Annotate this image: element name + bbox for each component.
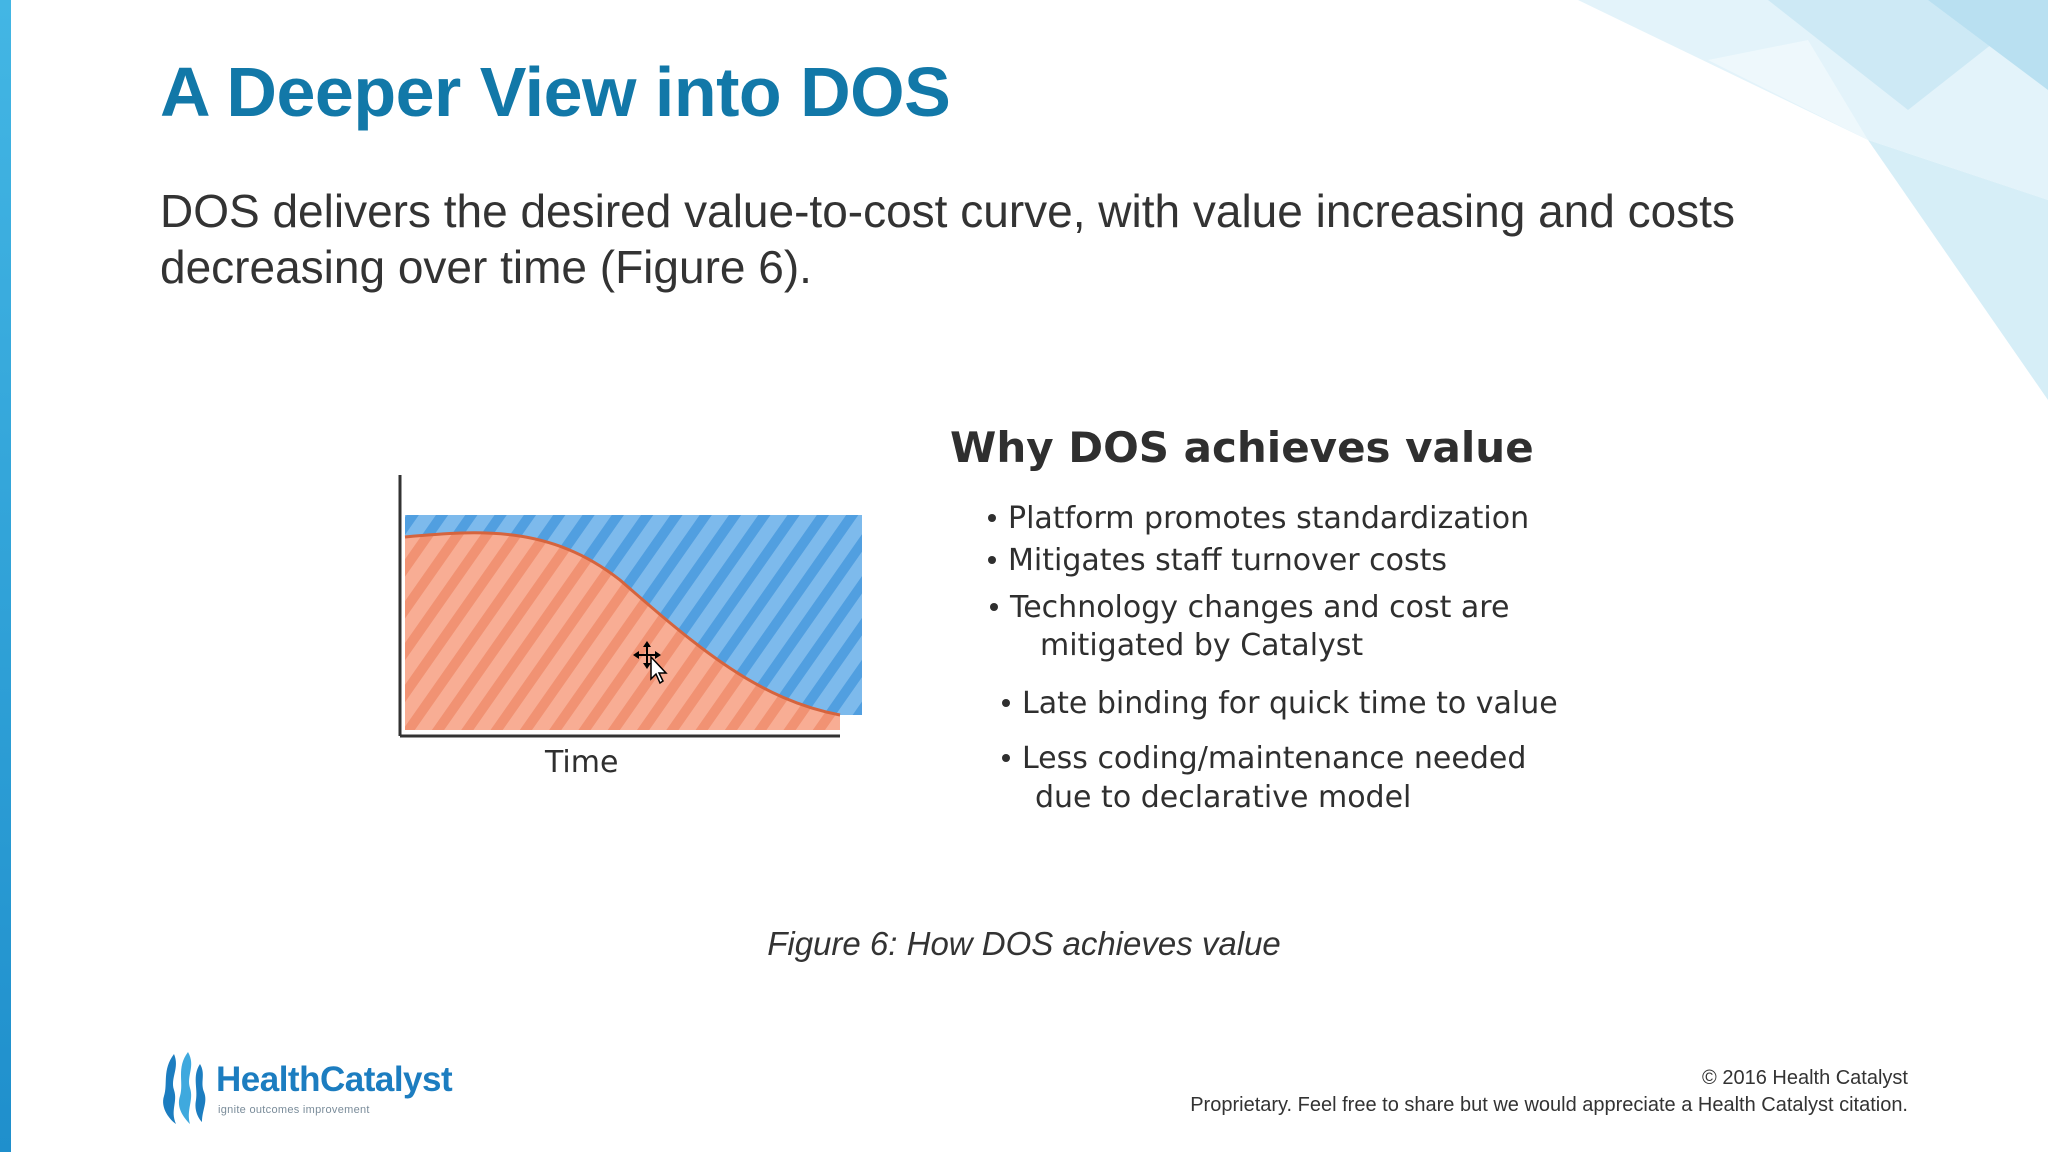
value-area — [405, 515, 862, 715]
cost-curve — [404, 531, 841, 717]
logo-wordmark: HealthCatalyst — [216, 1060, 453, 1099]
bullet-5-cont: due to declarative model — [1035, 780, 1411, 815]
proprietary-line: Proprietary. Feel free to share but we w… — [1190, 1094, 1908, 1116]
cost-area — [405, 532, 840, 730]
bullet-dot — [988, 556, 996, 564]
bullet-dot — [1002, 699, 1010, 707]
figure-caption: Figure 6: How DOS achieves value — [767, 925, 1281, 962]
copyright-line: © 2016 Health Catalyst — [1702, 1067, 1908, 1089]
bullet-3: Technology changes and cost are — [1009, 590, 1509, 625]
left-accent-bar — [0, 0, 11, 1152]
bullet-1: Platform promotes standardization — [1008, 501, 1529, 536]
flame-icon — [163, 1052, 206, 1124]
bullet-dot — [990, 603, 998, 611]
copyright-notice: © 2016 Health Catalyst Proprietary. Feel… — [1190, 1065, 1908, 1119]
figure-heading: Why DOS achieves value — [950, 423, 1534, 472]
bullet-dot — [988, 514, 996, 522]
bullet-5: Less coding/maintenance needed — [1022, 741, 1526, 776]
background-triangles — [1578, 0, 2048, 400]
move-cursor-icon — [633, 641, 668, 685]
bullet-3-cont: mitigated by Catalyst — [1040, 628, 1363, 663]
bullet-dot — [1002, 754, 1010, 762]
figure-illustration: Time Why DOS achieves value Platform pro… — [398, 423, 1558, 815]
bullet-4: Late binding for quick time to value — [1022, 686, 1558, 721]
slide-title: A Deeper View into DOS — [160, 53, 951, 131]
logo-tagline: ignite outcomes improvement — [218, 1104, 370, 1116]
bullet-2: Mitigates staff turnover costs — [1008, 543, 1447, 578]
slide-subtitle: DOS delivers the desired value-to-cost c… — [160, 185, 1735, 293]
x-axis-label: Time — [544, 745, 618, 780]
health-catalyst-logo: HealthCatalyst ignite outcomes improveme… — [160, 1050, 480, 1130]
